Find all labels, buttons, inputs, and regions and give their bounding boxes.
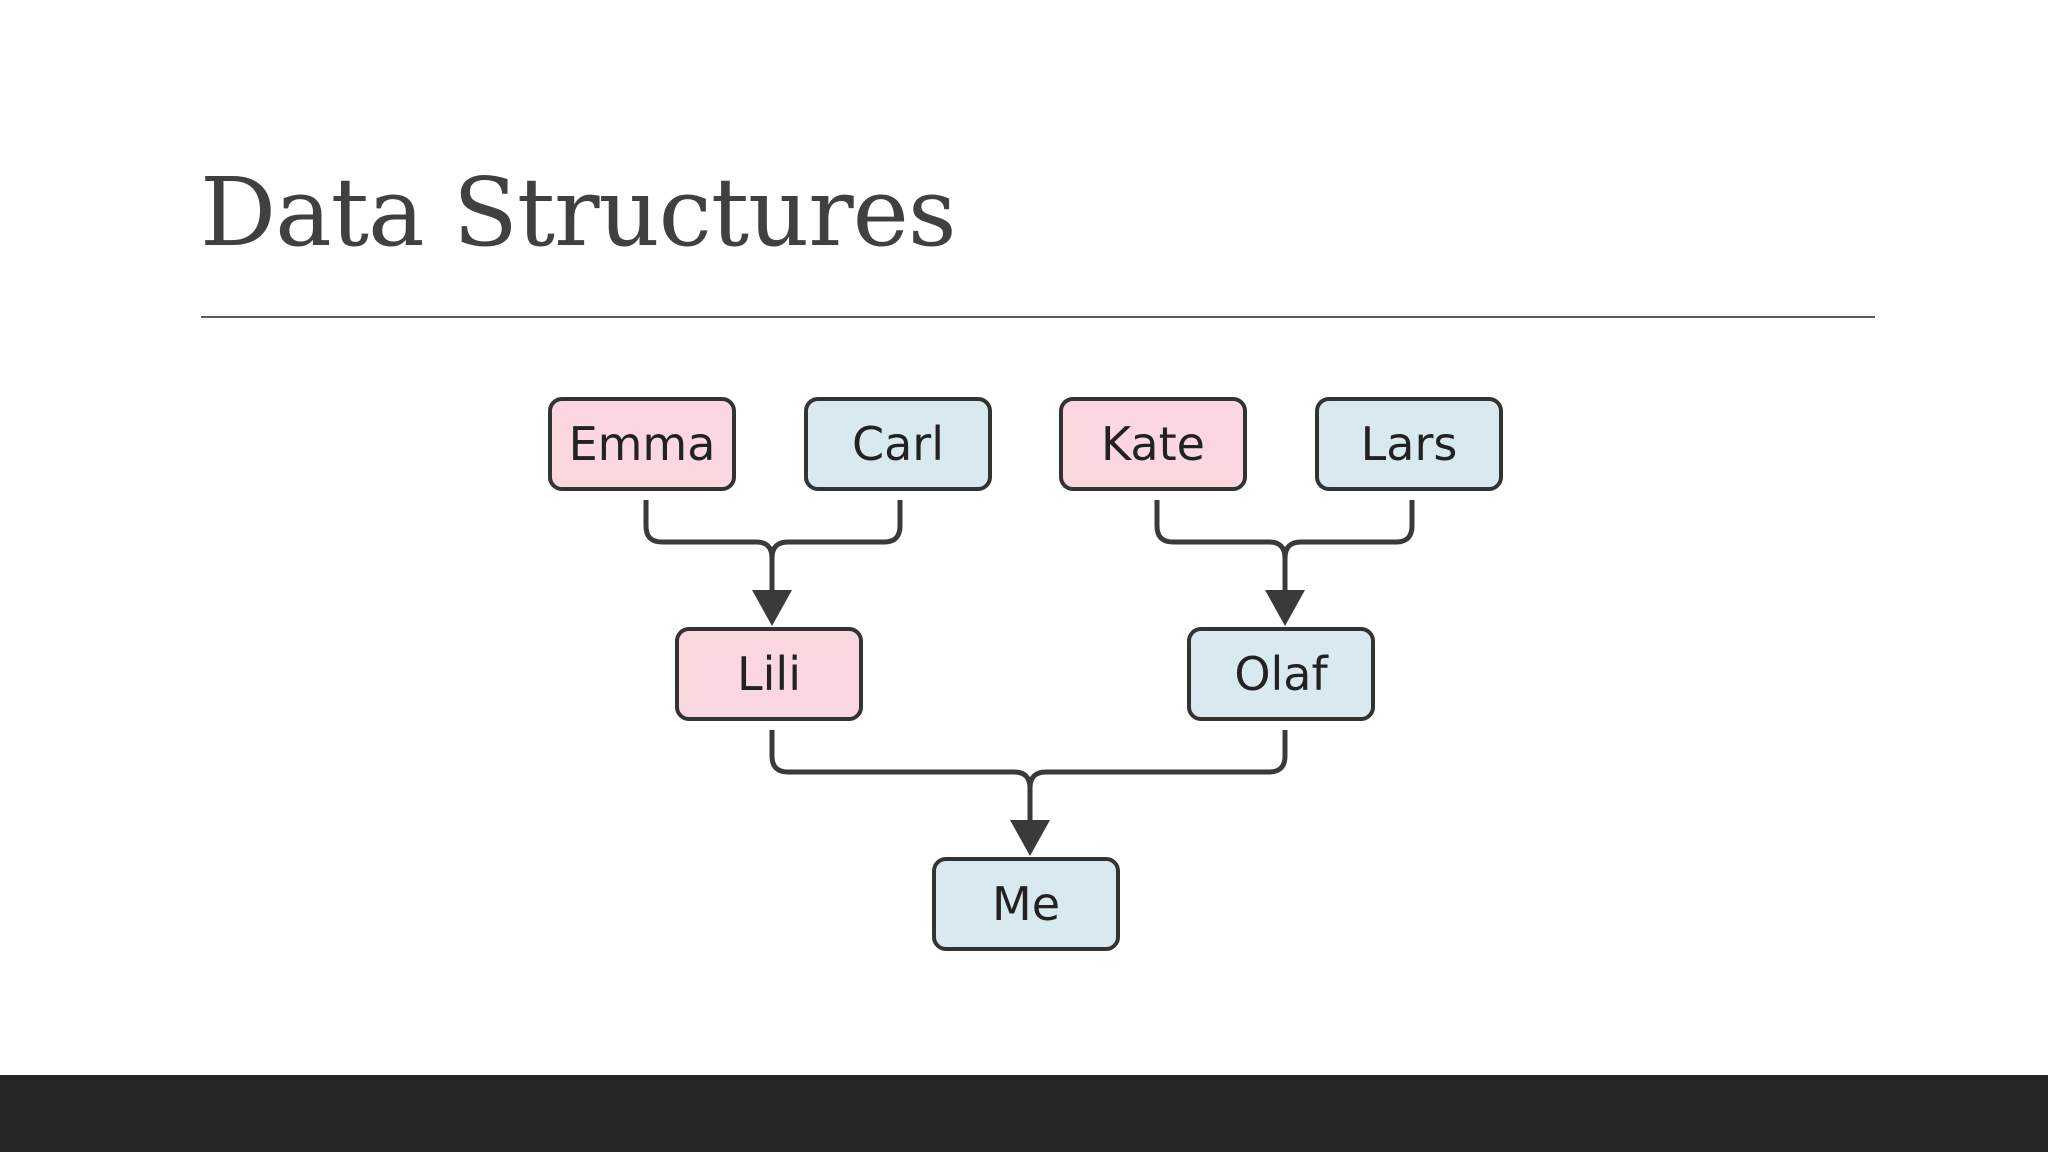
node-me: Me bbox=[932, 857, 1120, 951]
arrowhead-lili bbox=[752, 590, 792, 626]
title-divider bbox=[201, 316, 1875, 318]
node-olaf: Olaf bbox=[1187, 627, 1375, 721]
edge-emma-lili bbox=[643, 500, 775, 592]
edge-lili-me bbox=[769, 730, 1033, 822]
edge-kate-olaf bbox=[1154, 500, 1288, 592]
edge-carl-lili bbox=[769, 500, 903, 592]
node-lars: Lars bbox=[1315, 397, 1503, 491]
arrowhead-me bbox=[1010, 820, 1050, 856]
arrowhead-olaf bbox=[1265, 590, 1305, 626]
footer-bar bbox=[0, 1075, 2048, 1152]
slide-title: Data Structures bbox=[200, 158, 957, 268]
node-emma: Emma bbox=[548, 397, 736, 491]
node-carl: Carl bbox=[804, 397, 992, 491]
node-lili: Lili bbox=[675, 627, 863, 721]
node-kate: Kate bbox=[1059, 397, 1247, 491]
edge-lars-olaf bbox=[1282, 500, 1415, 592]
edge-olaf-me bbox=[1027, 730, 1288, 822]
